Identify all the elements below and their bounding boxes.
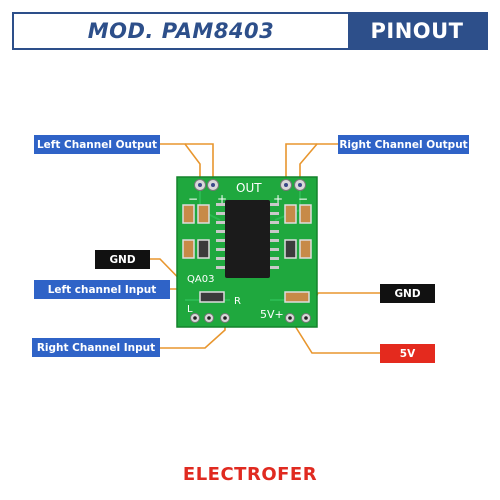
- label-left-channel-output: Left Channel Output: [34, 135, 160, 154]
- silk-plus-right: +: [273, 192, 283, 206]
- page-title: MOD. PAM8403: [87, 19, 275, 43]
- leader-left-output: [160, 143, 201, 180]
- leader-left-output-2: [185, 143, 214, 180]
- ic-chip: [216, 200, 279, 278]
- silk-plus-left: +: [217, 192, 227, 206]
- label-right-channel-output: Right Channel Output: [338, 135, 469, 154]
- silk-r: R: [234, 296, 241, 307]
- silk-5v: 5V+: [260, 308, 284, 321]
- leader-5v: [289, 317, 380, 354]
- smd-components: [182, 204, 312, 303]
- silk-chip-code: QA03: [187, 274, 214, 285]
- label-gnd-left: GND: [95, 250, 150, 269]
- pinout-title: PINOUT: [348, 14, 486, 48]
- pam8403-board: OUT − + + − QA03 L R 5V+: [176, 176, 318, 328]
- header: MOD. PAM8403 PINOUT: [12, 12, 488, 50]
- label-right-channel-input: Right Channel Input: [32, 338, 160, 357]
- label-left-channel-input: Left channel Input: [34, 280, 170, 299]
- label-gnd-right: GND: [380, 284, 435, 303]
- solder-pads: [190, 179, 311, 323]
- leader-right-output-2: [285, 143, 317, 180]
- silk-out: OUT: [236, 181, 262, 195]
- label-5v: 5V: [380, 344, 435, 363]
- silk-minus-left: −: [188, 192, 198, 206]
- silk-minus-right: −: [298, 192, 308, 206]
- silk-l: L: [187, 304, 193, 315]
- leader-right-output: [299, 143, 338, 180]
- brand-logo: ELECTROFER: [182, 464, 318, 485]
